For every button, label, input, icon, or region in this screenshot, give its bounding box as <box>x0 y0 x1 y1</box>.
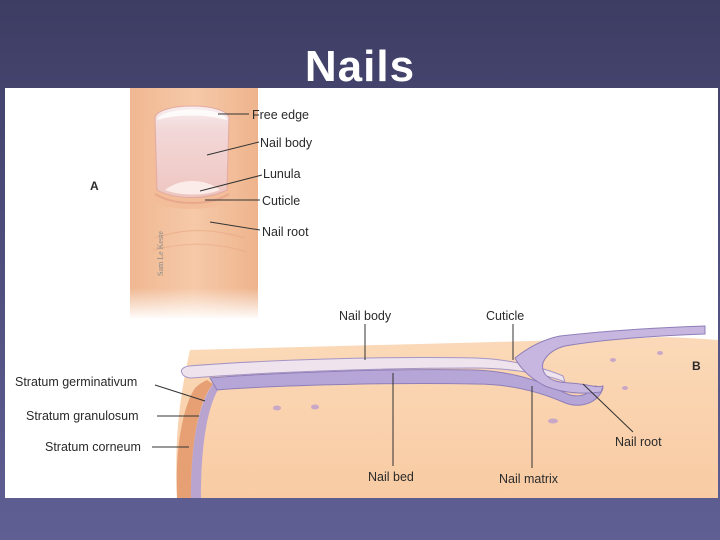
tissue-cell-2 <box>311 404 319 410</box>
label-cuticle-a: Cuticle <box>262 194 300 208</box>
leader-nail-root-a <box>209 221 261 231</box>
label-nail-bed: Nail bed <box>368 470 414 484</box>
label-stratum-germinativum: Stratum germinativum <box>15 375 137 389</box>
tissue-cell-1 <box>273 405 281 411</box>
nail-plate <box>154 105 230 198</box>
tissue-cell-5 <box>657 351 663 355</box>
lunula-shape <box>165 181 220 195</box>
free-edge-highlight <box>157 109 227 120</box>
label-nail-body-b: Nail body <box>339 309 392 323</box>
nail-anatomy-figure: Sam Le Keste A Free edge Nail body Lunul… <box>5 88 718 498</box>
stratum-corneum-layer <box>176 380 213 498</box>
finger-fade <box>130 288 258 320</box>
label-nail-root-b: Nail root <box>615 435 662 449</box>
tissue-cell-4 <box>610 358 616 362</box>
label-nail-body-a: Nail body <box>260 136 313 150</box>
leader-stratum-germinativum <box>154 384 206 402</box>
label-stratum-granulosum: Stratum granulosum <box>26 409 139 423</box>
artist-signature: Sam Le Keste <box>156 231 165 276</box>
nail-anatomy-illustration: Sam Le Keste A Free edge Nail body Lunul… <box>15 88 718 498</box>
label-nail-matrix: Nail matrix <box>499 472 559 486</box>
nail-bed-matrix-band <box>209 369 604 406</box>
panel-a-fingertip: Sam Le Keste A Free edge Nail body Lunul… <box>90 88 313 320</box>
knuckle-crease-1 <box>154 229 246 239</box>
label-lunula: Lunula <box>263 167 301 181</box>
stratum-layers-edge <box>191 384 219 498</box>
label-nail-root-a: Nail root <box>262 225 309 239</box>
panel-a-letter: A <box>90 179 99 193</box>
nail-plate-b <box>180 356 566 383</box>
panel-b-letter: B <box>692 359 701 373</box>
slide-title: Nails <box>304 42 416 91</box>
leader-nail-body-a <box>206 141 260 156</box>
knuckle-crease-2 <box>152 243 248 253</box>
leader-nail-root-b <box>582 383 634 433</box>
tissue-cell-6 <box>622 386 628 390</box>
nail-fold-and-root <box>514 325 706 394</box>
panel-b-cross-section: B Nail body Cuticle Stratum germinativum… <box>15 309 718 498</box>
cuticle-line <box>154 193 230 204</box>
label-stratum-corneum: Stratum corneum <box>45 440 141 454</box>
label-cuticle-b: Cuticle <box>486 309 524 323</box>
leader-lunula <box>199 174 263 192</box>
label-free-edge: Free edge <box>252 108 309 122</box>
tissue-cell-3 <box>548 418 558 424</box>
